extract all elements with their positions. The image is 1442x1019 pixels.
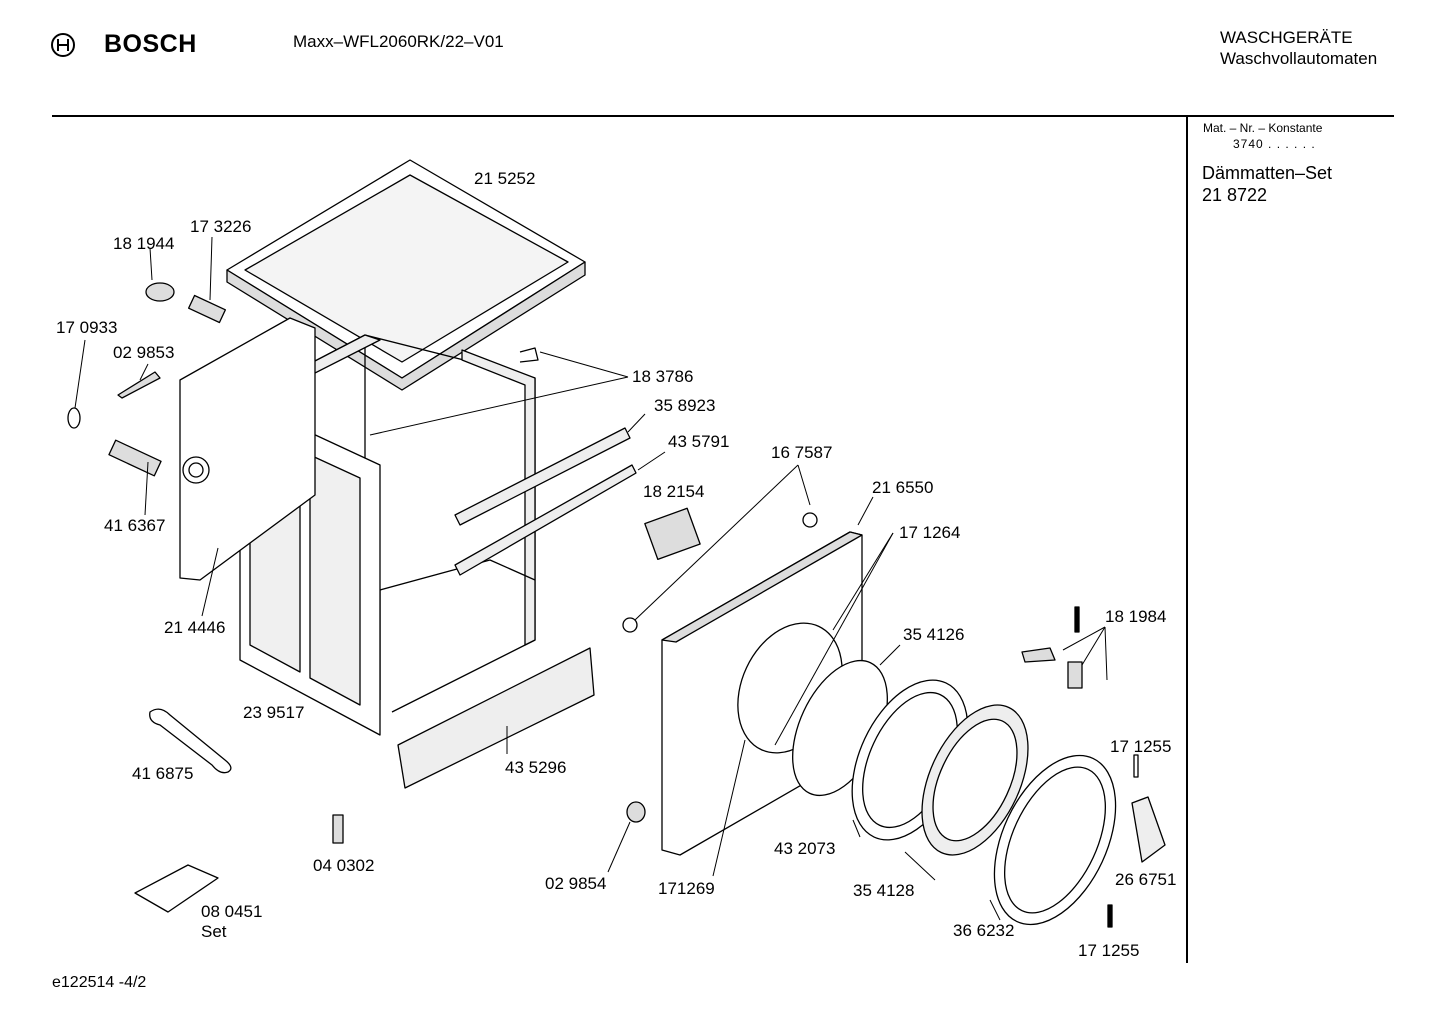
part-label-435296: 43 5296: [505, 758, 567, 777]
small-parts: [67, 282, 1166, 928]
part-label-173226: 17 3226: [190, 217, 252, 236]
part-label-170933: 17 0933: [56, 318, 118, 337]
material-number-label: Mat. – Nr. – Konstante: [1203, 121, 1323, 135]
part-label-171255-bottom: 17 1255: [1078, 941, 1140, 960]
category-title: WASCHGERÄTE: [1220, 28, 1353, 47]
part-label-040302: 04 0302: [313, 856, 375, 875]
part-label-239517: 23 9517: [243, 703, 305, 722]
insulation-set-number: 21 8722: [1202, 185, 1268, 205]
part-label-358923: 35 8923: [654, 396, 716, 415]
part-label-029853: 02 9853: [113, 343, 175, 362]
part-label-214446: 21 4446: [164, 618, 226, 637]
part-label-266751: 26 6751: [1115, 870, 1177, 889]
door-glass-part: [921, 704, 1029, 856]
part-label-416367: 41 6367: [104, 516, 166, 535]
document-id: e122514 -4/2: [52, 974, 147, 991]
sidebar-divider: [1186, 117, 1188, 963]
part-label-171255-top: 17 1255: [1110, 737, 1172, 756]
part-label-183786: 18 3786: [632, 367, 694, 386]
part-label-366232: 36 6232: [953, 921, 1015, 940]
part-label-167587: 16 7587: [771, 443, 833, 462]
part-label-171269: 171269: [658, 879, 715, 898]
part-label-029854: 02 9854: [545, 874, 607, 893]
part-label-080451-set: Set: [201, 922, 227, 941]
model-number: Maxx–WFL2060RK/22–V01: [293, 32, 504, 51]
crossbar-part: [454, 427, 637, 576]
part-label-354128: 35 4128: [853, 881, 915, 900]
door-outer-ring-part: [993, 754, 1117, 926]
brand-logo: BOSCH: [50, 30, 197, 59]
part-label-181944: 18 1944: [113, 234, 175, 253]
part-label-416875: 41 6875: [132, 764, 194, 783]
part-label-215252: 21 5252: [474, 169, 536, 188]
part-label-171264: 17 1264: [899, 523, 961, 542]
bosch-armature-icon: [51, 32, 75, 57]
header-divider: [52, 115, 1394, 117]
part-label-432073: 43 2073: [774, 839, 836, 858]
leader-lines: [74, 236, 1108, 921]
part-label-435791: 43 5791: [668, 432, 730, 451]
insulation-set-name: Dämmatten–Set: [1202, 163, 1333, 183]
part-label-354126: 35 4126: [903, 625, 965, 644]
rear-panel-part: [179, 317, 316, 581]
kick-plate-part: [397, 647, 595, 789]
part-label-216550: 21 6550: [872, 478, 934, 497]
part-label-182154: 18 2154: [643, 482, 705, 501]
part-label-181984: 18 1984: [1105, 607, 1167, 626]
material-number-value: 3740 . . . . . .: [1233, 137, 1316, 151]
category-subtitle: Waschvollautomaten: [1220, 49, 1378, 68]
part-label-080451: 08 0451: [201, 902, 263, 921]
brand-name: BOSCH: [104, 30, 197, 58]
